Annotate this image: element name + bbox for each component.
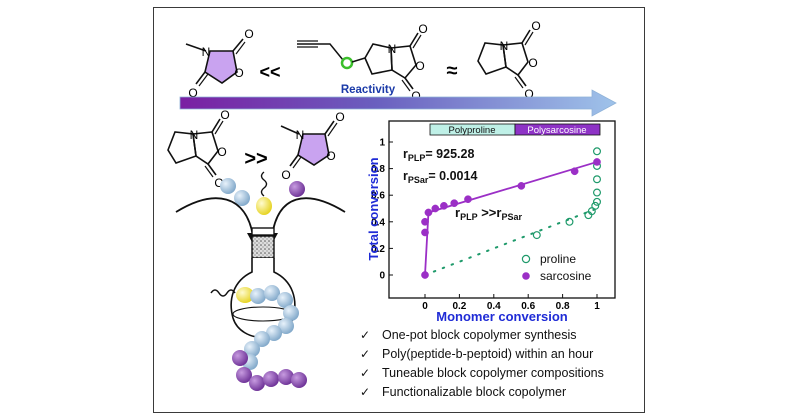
y-tick-label: 0.2	[371, 244, 385, 255]
y-tick-label: 0.4	[371, 217, 385, 228]
check-icon: ✓	[360, 366, 371, 380]
x-tick-label: 0.2	[452, 301, 466, 312]
sarcosine-data-point	[421, 228, 429, 237]
atom-o: O	[244, 27, 253, 41]
proline-nca-small: N O O O	[167, 108, 230, 190]
atom-o: O	[531, 19, 540, 33]
feed-arrow-right	[271, 197, 346, 237]
proline-nca-molecule: N O O O	[477, 19, 541, 101]
polyproline-block	[242, 285, 299, 370]
proline-monomer-ball	[220, 178, 236, 194]
atom-o: O	[188, 86, 197, 100]
legend-sarcosine-label: sarcosine	[540, 269, 592, 283]
feature-item: ✓Functionalizable block copolymer	[360, 383, 604, 402]
chain-initiator-ball	[236, 287, 254, 303]
y-tick-label: 0.8	[371, 164, 385, 175]
x-axis-label: Monomer conversion	[436, 309, 568, 324]
sarcosine-data-point	[421, 271, 429, 279]
conversion-chart: Polyproline Polysarcosine 0 0.2 0.4 0.6 0.8 1…	[366, 120, 616, 324]
check-icon: ✓	[360, 385, 371, 399]
sarcosine-data-point	[431, 204, 440, 213]
reactivity-arrow: Reactivity	[179, 84, 617, 117]
atom-o: O	[220, 108, 229, 122]
sarcosine-data-point	[440, 201, 448, 210]
polysarcosine-bar	[514, 123, 601, 136]
atom-n: N	[202, 45, 211, 59]
atom-o: O	[528, 56, 537, 70]
atom-n: N	[500, 39, 509, 53]
y-axis-label: Total conversion	[366, 157, 381, 260]
proline-data-point	[592, 197, 601, 206]
proline-monomer-ball	[234, 190, 250, 206]
proline-data-point	[592, 188, 601, 197]
sarcosine-data-point	[464, 195, 472, 204]
legend-proline-marker	[521, 254, 531, 264]
sarcosine-nca-molecule: N O O O	[185, 27, 254, 100]
atom-n: N	[388, 42, 397, 56]
sarcosine-data-point	[570, 167, 579, 176]
x-tick-label: 0	[422, 301, 428, 312]
propargyl-proline-nca-molecule: N O O O	[297, 22, 428, 103]
y-tick-label: 0	[379, 271, 385, 282]
much-greater-symbol: >>	[244, 148, 267, 170]
sarcosine-data-point	[421, 217, 429, 226]
proline-data-point	[565, 217, 574, 226]
r-plp-ratio: rPLP= 925.28	[403, 147, 474, 163]
x-tick-label: 0.4	[487, 301, 501, 312]
sarcosine-data-point	[593, 158, 601, 166]
sarcosine-nca-small: N O O O	[280, 110, 345, 182]
x-tick-label: 0.8	[556, 301, 570, 312]
x-tick-label: 1	[594, 301, 600, 312]
x-tick-label: 0.6	[521, 301, 535, 312]
proline-data-point	[591, 201, 600, 210]
polyproline-bar-label: Polyproline	[449, 125, 496, 136]
polysarcosine-bar-label: Polysarcosine	[527, 125, 586, 136]
sarcosine-data-point	[450, 199, 459, 208]
proline-data-point	[592, 175, 601, 184]
polysarcosine-block	[232, 350, 307, 391]
atom-o: O	[214, 176, 223, 190]
r-psar-ratio: rPSar= 0.0014	[403, 169, 477, 185]
legend-proline-label: proline	[540, 252, 576, 266]
atom-o: O	[217, 145, 226, 159]
atom-o: O	[326, 149, 335, 163]
atom-o: O	[411, 89, 420, 103]
atom-n: N	[190, 128, 199, 142]
atom-o: O	[415, 59, 424, 73]
y-tick-label: 0.6	[371, 191, 385, 202]
atom-o: O	[418, 22, 427, 36]
feed-arrow-left	[175, 197, 254, 237]
atom-o: O	[281, 168, 290, 182]
proline-data-point	[532, 231, 541, 240]
feature-item: ✓One-pot block copolymer synthesis	[360, 326, 604, 345]
atom-o: O	[524, 87, 533, 101]
atom-o: O	[234, 66, 243, 80]
y-tick-label: 1	[379, 138, 385, 149]
ratio-comparison: rPLP >>rPSar	[455, 205, 522, 222]
feature-item: ✓Tuneable block copolymer compositions	[360, 364, 604, 383]
check-icon: ✓	[360, 347, 371, 361]
proline-fit-line	[424, 207, 598, 276]
initiator-squiggle	[210, 289, 236, 297]
legend-sarcosine-marker	[522, 272, 530, 280]
initiator-tail	[260, 171, 268, 197]
atom-n: N	[296, 128, 305, 142]
sarcosine-data-point	[424, 208, 433, 217]
sarcosine-data-point	[517, 182, 526, 190]
check-icon: ✓	[360, 328, 371, 342]
atom-o: O	[335, 110, 344, 124]
initiator-ball	[256, 197, 272, 215]
feature-item: ✓Poly(peptide-b-peptoid) within an hour	[360, 345, 604, 364]
much-less-symbol: <<	[259, 62, 280, 82]
proline-data-point	[592, 147, 601, 156]
reactivity-label: Reactivity	[341, 84, 396, 96]
sarcosine-monomer-ball	[289, 181, 305, 197]
feature-list: ✓One-pot block copolymer synthesis ✓Poly…	[360, 326, 604, 402]
approx-symbol: ≈	[447, 60, 458, 82]
